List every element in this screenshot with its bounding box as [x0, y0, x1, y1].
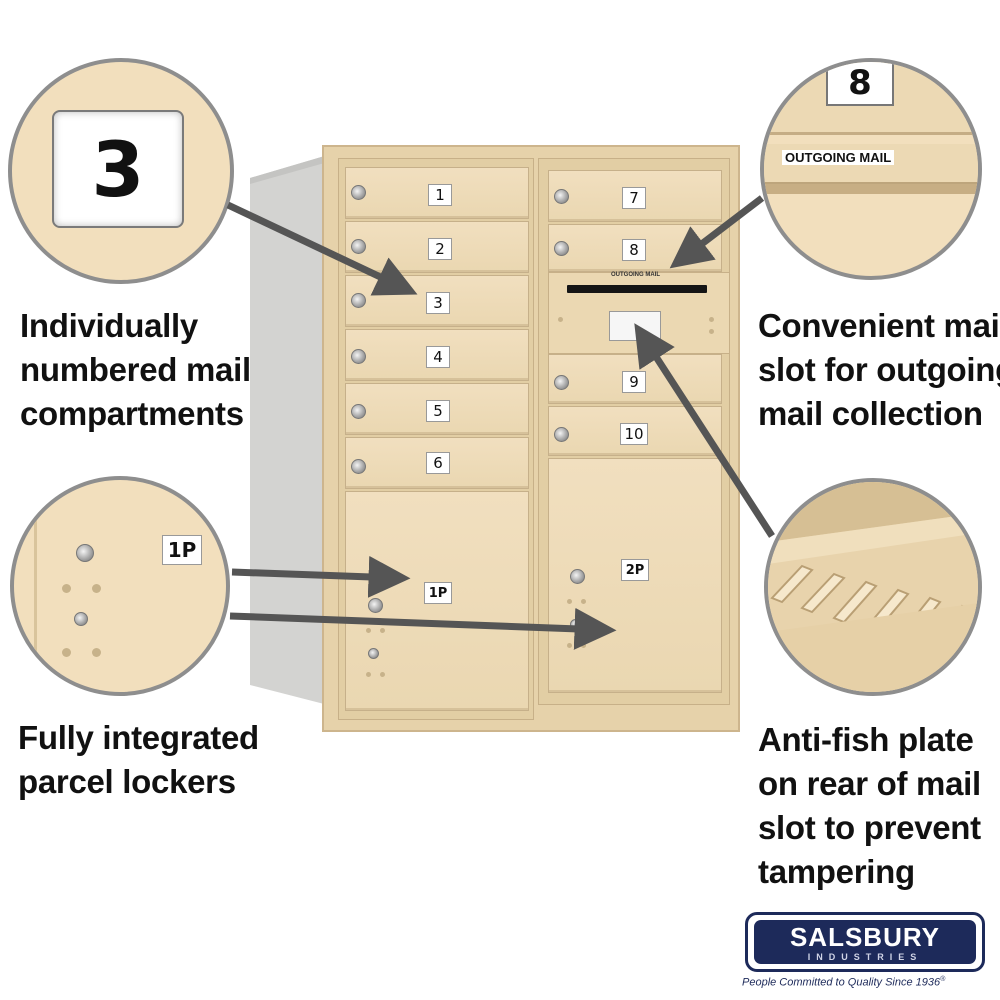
door-number: 6: [426, 452, 450, 474]
lock-icon: [351, 404, 366, 419]
rivet: [567, 599, 572, 604]
door-number: 5: [426, 400, 450, 422]
rivet: [62, 648, 71, 657]
zoom-circle-parcel: 1P: [10, 476, 230, 696]
zoom-circle-outgoing: 8 OUTGOING MAIL: [760, 58, 982, 280]
rivet: [709, 317, 714, 322]
lock-icon: [554, 375, 569, 390]
mail-door-1[interactable]: 1: [345, 167, 529, 219]
caption-line: slot for outgoing: [758, 351, 1000, 388]
salsbury-logo: SALSBURY INDUSTRIES: [745, 912, 985, 972]
lock-icon: [351, 293, 366, 308]
rivet: [567, 643, 572, 648]
lock-icon: [554, 241, 569, 256]
rivet: [380, 628, 385, 633]
caption-line: slot to prevent: [758, 809, 981, 846]
arrow-parcel-2p: [229, 607, 617, 650]
caption-numbered: Individually numbered mail compartments: [20, 304, 251, 436]
lock-icon: [570, 569, 585, 584]
caption-line: Individually: [20, 307, 198, 344]
door-number: 8: [622, 239, 646, 261]
arrow-antifish: [634, 323, 775, 538]
lock-icon: [351, 459, 366, 474]
caption-parcel: Fully integrated parcel lockers: [18, 716, 259, 804]
outgoing-mail-label: OUTGOING MAIL: [611, 272, 660, 278]
lock-icon: [368, 598, 383, 613]
zoom-number-plate: 8: [826, 62, 894, 106]
lock-icon: [351, 185, 366, 200]
door-number: 7: [622, 187, 646, 209]
caption-antifish: Anti-fish plate on rear of mail slot to …: [758, 718, 981, 894]
caption-line: on rear of mail: [758, 765, 981, 802]
door-number: 1: [428, 184, 452, 206]
door-number: 9: [622, 371, 646, 393]
zoom-circle-numbered: 3: [8, 58, 234, 284]
lock-icon: [74, 612, 88, 626]
rivet: [380, 672, 385, 677]
mail-door-4[interactable]: 4: [345, 329, 529, 381]
zoom-panel-edge: [34, 480, 37, 692]
rivet: [366, 628, 371, 633]
mail-door-7[interactable]: 7: [548, 170, 722, 222]
parcel-number: 1P: [424, 582, 452, 604]
rivet: [709, 329, 714, 334]
door-number: 10: [620, 423, 648, 445]
arrow-outgoing: [669, 195, 765, 269]
lock-icon: [351, 239, 366, 254]
registered-mark: ®: [940, 976, 946, 983]
lock-icon: [351, 349, 366, 364]
door-number: 4: [426, 346, 450, 368]
zoom-number: 8: [848, 63, 872, 103]
parcel-number: 2P: [621, 559, 649, 581]
caption-line: numbered mail: [20, 351, 251, 388]
caption-line: Fully integrated: [18, 719, 259, 756]
lock-icon: [76, 544, 94, 562]
zoom-number-plate: 3: [52, 110, 184, 228]
caption-line: compartments: [20, 395, 244, 432]
mail-door-5[interactable]: 5: [345, 383, 529, 435]
tagline-text: People Committed to Quality Since 1936: [742, 976, 941, 989]
caption-line: parcel lockers: [18, 763, 236, 800]
caption-line: Anti-fish plate: [758, 721, 974, 758]
zoom-outgoing-label: OUTGOING MAIL: [782, 150, 895, 165]
caption-outgoing: Convenient mail slot for outgoing mail c…: [758, 304, 1000, 436]
lock-icon: [368, 648, 379, 659]
caption-line: Convenient mail: [758, 307, 1000, 344]
rivet: [62, 584, 71, 593]
mailbox-side-panel: [250, 155, 328, 705]
logo-brand-name: SALSBURY: [789, 922, 941, 952]
anti-fish-plate-illustration: [768, 482, 978, 692]
arrow-parcel-1p: [231, 555, 411, 598]
door-number: 3: [426, 292, 450, 314]
rivet: [558, 317, 563, 322]
zoom-slot-shadow: [764, 184, 978, 194]
brand-tagline: People Committed to Quality Since 1936®: [742, 976, 992, 989]
rivet: [581, 599, 586, 604]
logo-badge: SALSBURY INDUSTRIES: [754, 920, 976, 964]
zoom-circle-antifish: [764, 478, 982, 696]
parcel-locker-2p[interactable]: 2P: [548, 458, 722, 693]
caption-line: mail collection: [758, 395, 983, 432]
mail-door-6[interactable]: 6: [345, 437, 529, 489]
caption-line: tampering: [758, 853, 915, 890]
lock-icon: [554, 427, 569, 442]
rivet: [92, 648, 101, 657]
mail-slot-opening: [567, 285, 707, 293]
zoom-parcel-label: 1P: [162, 535, 202, 565]
logo-brand-sub: INDUSTRIES: [807, 952, 923, 962]
door-number: 2: [428, 238, 452, 260]
zoom-number: 3: [91, 124, 145, 214]
parcel-locker-1p[interactable]: 1P: [345, 491, 529, 711]
rivet: [92, 584, 101, 593]
arrow-numbered: [226, 201, 418, 296]
lock-icon: [554, 189, 569, 204]
rivet: [366, 672, 371, 677]
